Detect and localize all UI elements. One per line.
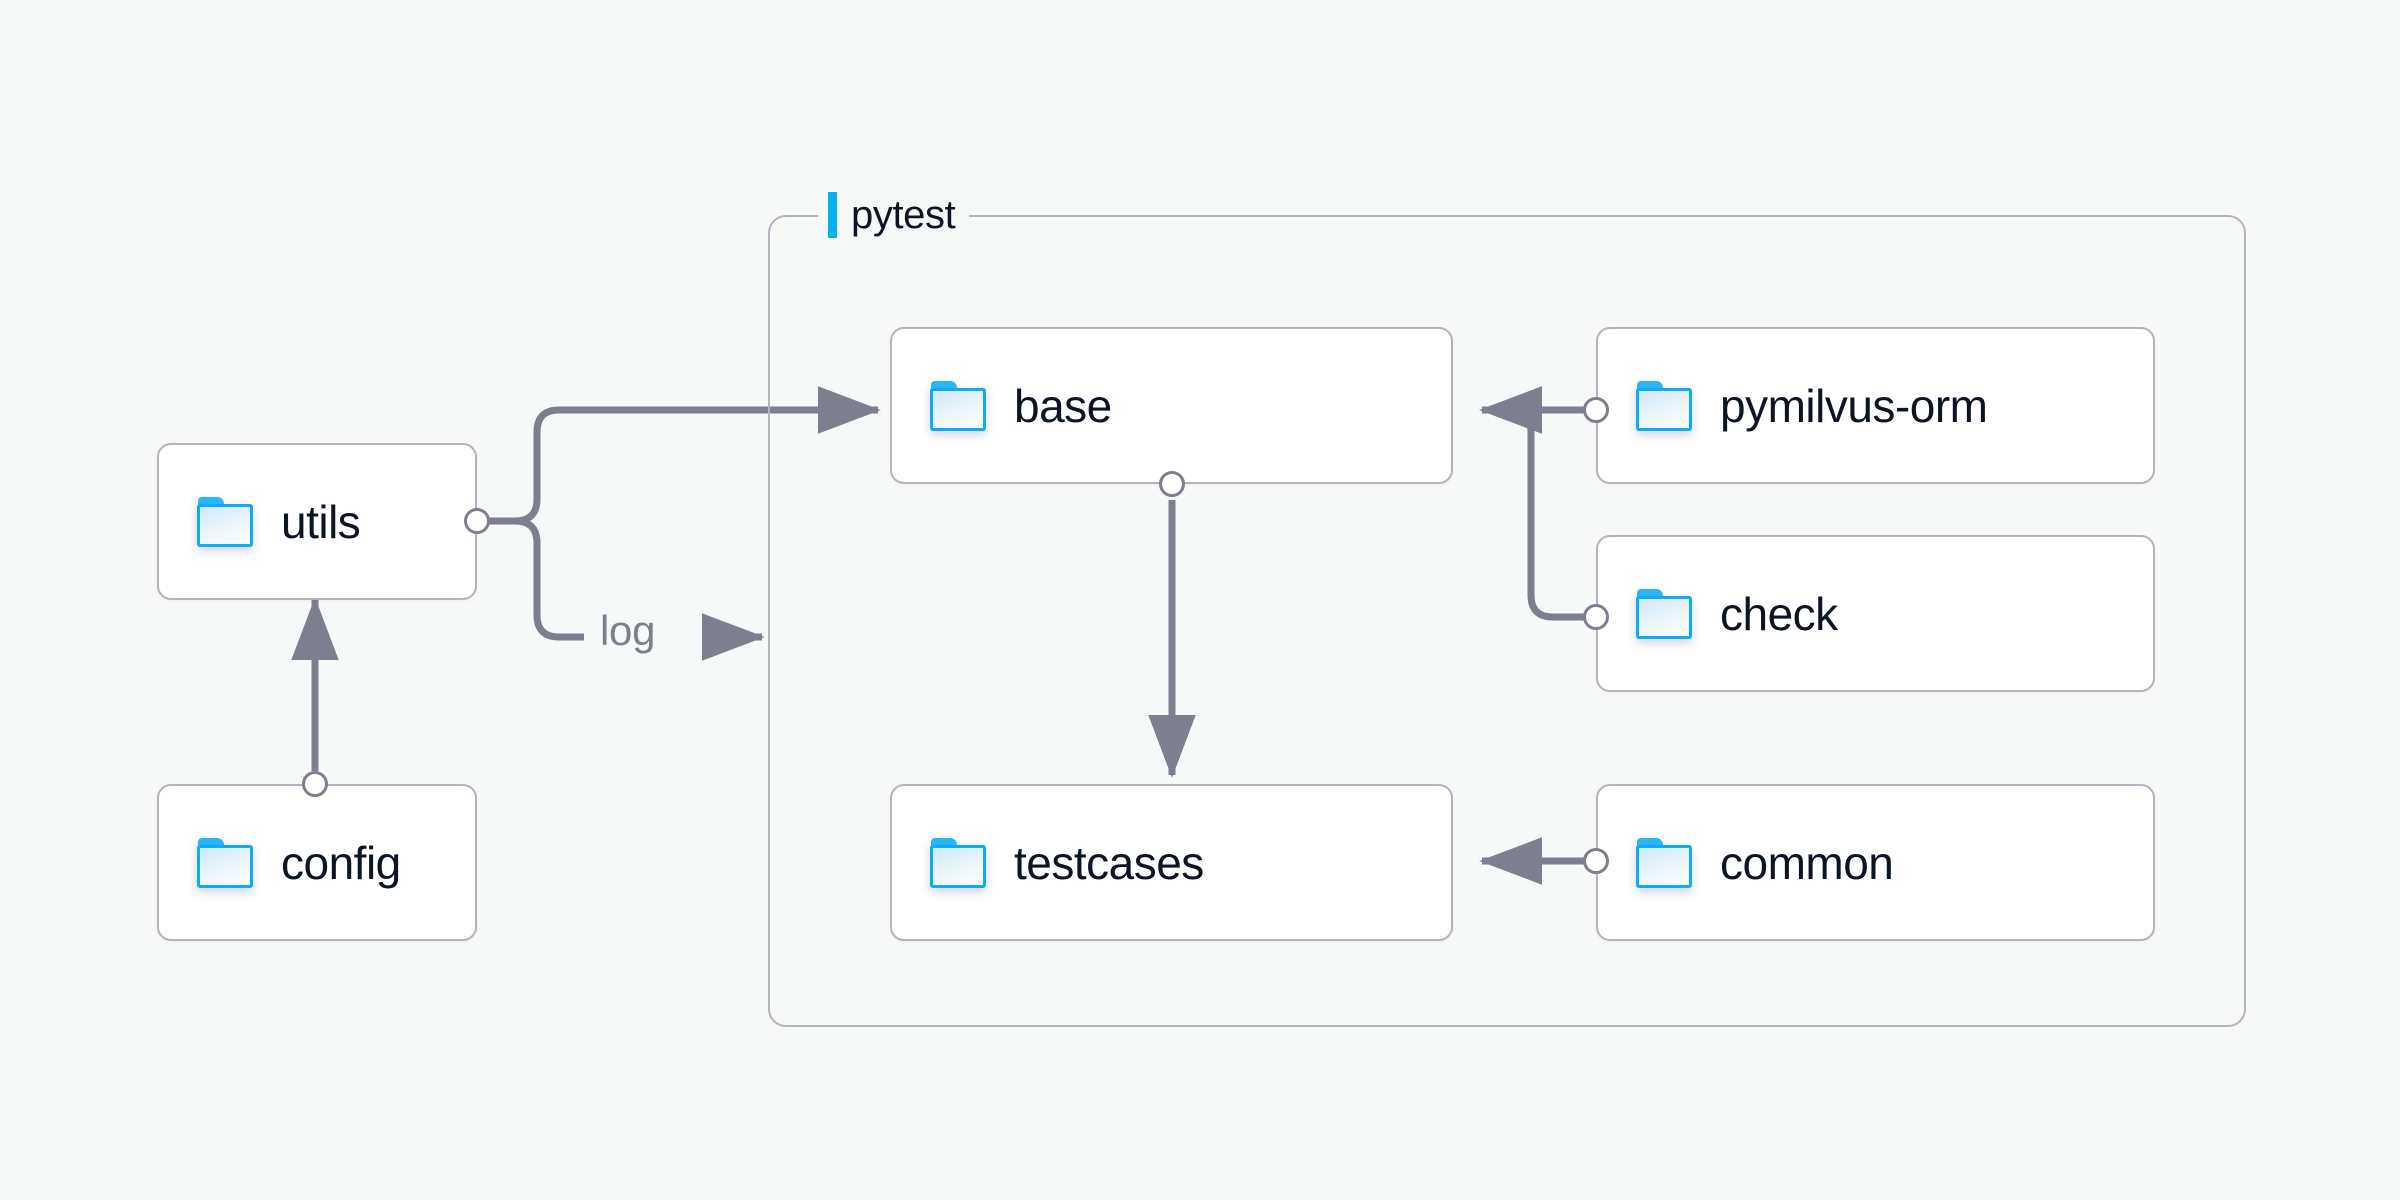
node-common[interactable]: common [1596,784,2155,941]
edge-label-log: log [600,607,656,654]
node-base[interactable]: base [890,327,1453,484]
node-config-label: config [281,836,401,889]
port-check-left[interactable] [1583,604,1609,630]
folder-icon [1636,380,1692,431]
port-common-left[interactable] [1583,848,1609,874]
accent-bar-icon [828,192,837,238]
node-check-label: check [1720,587,1838,640]
folder-icon [930,380,986,431]
group-pytest[interactable] [768,215,2246,1027]
folder-icon [930,837,986,888]
port-pymilvus-orm-left[interactable] [1583,397,1609,423]
node-pymilvus-orm-label: pymilvus-orm [1720,379,1988,432]
node-utils-label: utils [281,495,361,548]
node-check[interactable]: check [1596,535,2155,692]
port-utils-right[interactable] [464,508,490,534]
node-testcases-label: testcases [1014,836,1204,889]
group-pytest-title: pytest [818,188,970,242]
port-base-bottom[interactable] [1159,471,1185,497]
folder-icon [197,496,253,547]
group-pytest-label: pytest [851,193,956,237]
folder-icon [1636,837,1692,888]
node-common-label: common [1720,836,1894,889]
node-testcases[interactable]: testcases [890,784,1453,941]
folder-icon [197,837,253,888]
port-config-top[interactable] [302,771,328,797]
node-base-label: base [1014,379,1112,432]
node-config[interactable]: config [157,784,477,941]
edge-utils-to-pytest-log [487,517,584,641]
node-pymilvus-orm[interactable]: pymilvus-orm [1596,327,2155,484]
folder-icon [1636,588,1692,639]
node-utils[interactable]: utils [157,443,477,600]
